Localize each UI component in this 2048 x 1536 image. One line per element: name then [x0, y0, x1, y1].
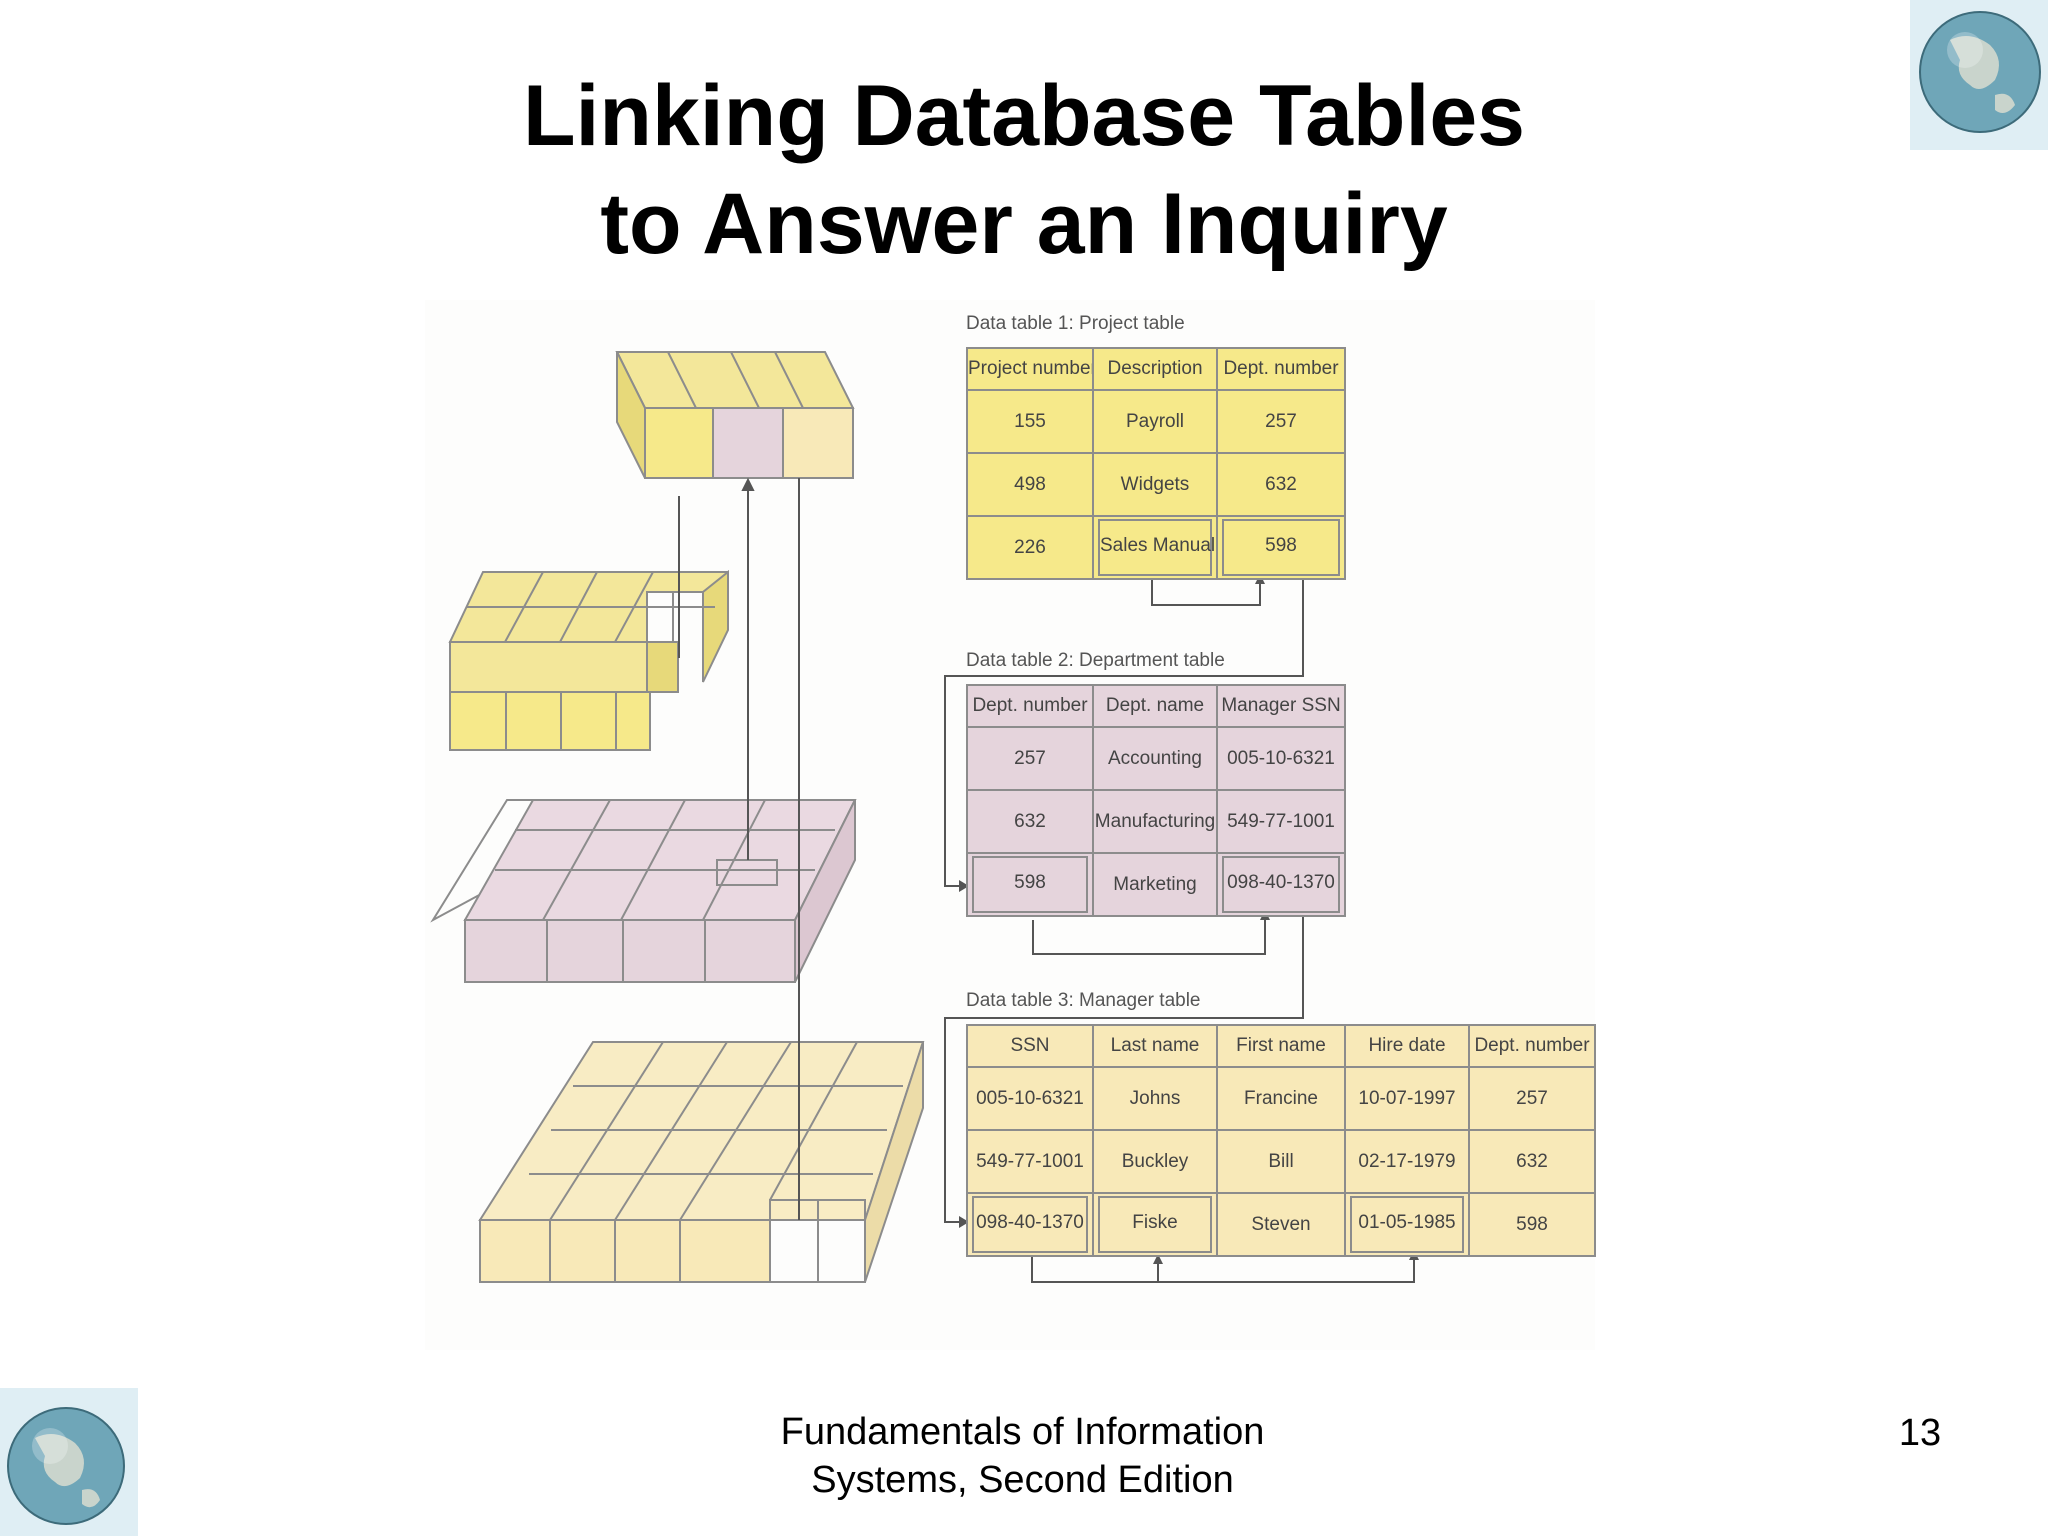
slide-footer: Fundamentals of Information Systems, Sec…	[730, 1408, 1315, 1504]
table-cell: Accounting	[1092, 726, 1218, 791]
column-header: Dept. number	[1468, 1024, 1596, 1068]
table-cell: 632	[1216, 452, 1346, 517]
column-header: Manager SSN	[1216, 684, 1346, 728]
table-cell: 02-17-1979	[1344, 1129, 1470, 1194]
column-header: Last name	[1092, 1024, 1218, 1068]
table-row: 155 Payroll 257	[966, 389, 1346, 454]
slide-title-line-1: Linking Database Tables	[522, 68, 1526, 164]
department-table: Dept. number Dept. name Manager SSN 257 …	[966, 684, 1346, 917]
highlighted-cell: 098-40-1370	[966, 1192, 1094, 1257]
manager-table-caption: Data table 3: Manager table	[966, 990, 1201, 1011]
column-header: Description	[1092, 347, 1218, 391]
table-cell: 632	[966, 789, 1094, 854]
column-header: Dept. name	[1092, 684, 1218, 728]
table-header-row: Project number Description Dept. number	[966, 347, 1346, 391]
highlighted-cell: 098-40-1370	[1216, 852, 1346, 917]
slide-title: Linking Database Tables to Answer an Inq…	[0, 62, 2048, 278]
globe-icon-bottom-left	[0, 1388, 138, 1536]
table-cell: 598	[1468, 1192, 1596, 1257]
figure-graphics	[430, 351, 1419, 1283]
table-cell: 155	[966, 389, 1094, 454]
highlighted-cell: 598	[1216, 515, 1346, 580]
table-cell: 632	[1468, 1129, 1596, 1194]
table-cell: 10-07-1997	[1344, 1066, 1470, 1131]
highlighted-cell: Fiske	[1092, 1192, 1218, 1257]
cell-text: 098-40-1370	[972, 1196, 1088, 1253]
column-header: Dept. number	[1216, 347, 1346, 391]
manager-block-graphic	[478, 1041, 925, 1283]
globe-icon-top-right	[1910, 0, 2048, 150]
department-table-caption: Data table 2: Department table	[966, 650, 1225, 671]
table-row: 549-77-1001 Buckley Bill 02-17-1979 632	[966, 1129, 1596, 1194]
table-row: 257 Accounting 005-10-6321	[966, 726, 1346, 791]
table-row: 005-10-6321 Johns Francine 10-07-1997 25…	[966, 1066, 1596, 1131]
cell-text: 598	[972, 856, 1088, 913]
table-cell: Buckley	[1092, 1129, 1218, 1194]
table-cell: 549-77-1001	[1216, 789, 1346, 854]
table-header-row: SSN Last name First name Hire date Dept.…	[966, 1024, 1596, 1068]
table-cell: 257	[966, 726, 1094, 791]
table-row: 598 Marketing 098-40-1370	[966, 852, 1346, 917]
footer-line-1: Fundamentals of Information	[780, 1411, 1265, 1453]
table-header-row: Dept. number Dept. name Manager SSN	[966, 684, 1346, 728]
table-cell: Johns	[1092, 1066, 1218, 1131]
cell-text: 598	[1222, 519, 1340, 576]
table-cell: Widgets	[1092, 452, 1218, 517]
column-header: SSN	[966, 1024, 1094, 1068]
table-cell: Francine	[1216, 1066, 1346, 1131]
footer-line-2: Systems, Second Edition	[811, 1459, 1234, 1501]
table-row: 226 Sales Manual 598	[966, 515, 1346, 580]
column-header: First name	[1216, 1024, 1346, 1068]
project-table-caption: Data table 1: Project table	[966, 313, 1185, 334]
table-cell: 257	[1468, 1066, 1596, 1131]
slide-title-line-2: to Answer an Inquiry	[600, 176, 1448, 272]
highlighted-cell: Sales Manual	[1092, 515, 1218, 580]
table-cell: 498	[966, 452, 1094, 517]
highlighted-cell: 01-05-1985	[1344, 1192, 1470, 1257]
project-block-graphic	[448, 569, 729, 751]
page-number: 13	[1898, 1412, 1942, 1454]
table-cell: Payroll	[1092, 389, 1218, 454]
table-cell: 257	[1216, 389, 1346, 454]
table-cell: 226	[966, 515, 1094, 580]
manager-table: SSN Last name First name Hire date Dept.…	[966, 1024, 1596, 1257]
table-row: 498 Widgets 632	[966, 452, 1346, 517]
table-cell: 549-77-1001	[966, 1129, 1094, 1194]
cell-text: Fiske	[1098, 1196, 1212, 1253]
column-header: Dept. number	[966, 684, 1094, 728]
department-block-graphic	[430, 799, 857, 983]
result-block-graphic	[615, 351, 855, 479]
table-row: 098-40-1370 Fiske Steven 01-05-1985 598	[966, 1192, 1596, 1257]
database-link-figure: Data table 1: Project table Project numb…	[425, 300, 1596, 1350]
cell-text: 01-05-1985	[1350, 1196, 1464, 1253]
column-header: Project number	[966, 347, 1094, 391]
table-cell: 005-10-6321	[966, 1066, 1094, 1131]
project-table: Project number Description Dept. number …	[966, 347, 1346, 580]
cell-text: 098-40-1370	[1222, 856, 1340, 913]
column-header: Hire date	[1344, 1024, 1470, 1068]
table-cell: 005-10-6321	[1216, 726, 1346, 791]
highlighted-cell: 598	[966, 852, 1094, 917]
table-cell: Bill	[1216, 1129, 1346, 1194]
table-row: 632 Manufacturing 549-77-1001	[966, 789, 1346, 854]
table-cell: Marketing	[1092, 852, 1218, 917]
cell-text: Sales Manual	[1098, 519, 1215, 576]
table-cell: Steven	[1216, 1192, 1346, 1257]
table-cell: Manufacturing	[1092, 789, 1218, 854]
